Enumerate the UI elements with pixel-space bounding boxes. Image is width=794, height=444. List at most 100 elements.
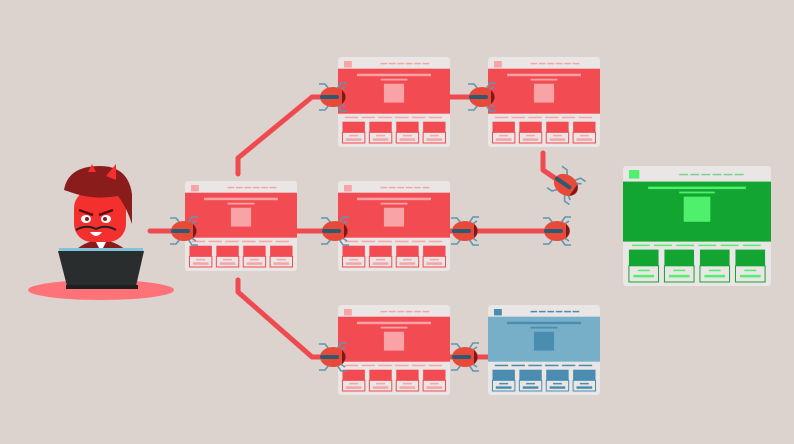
nav-link [679, 173, 689, 176]
bug-legs [321, 216, 349, 246]
hero-title [507, 73, 581, 77]
card-title [429, 134, 439, 137]
bug-head [193, 224, 197, 238]
section-divider [225, 240, 239, 243]
card-body [491, 379, 516, 392]
laptop-top-edge [59, 248, 143, 251]
nav-link [422, 310, 430, 313]
card-body [663, 265, 695, 283]
nav-link [555, 62, 563, 65]
pupil-right [103, 217, 107, 221]
section-divider [344, 116, 359, 119]
card-text [372, 386, 389, 389]
section-divider [545, 364, 559, 367]
nav-link [422, 186, 430, 189]
card-text [246, 262, 263, 265]
section-divider [428, 364, 443, 367]
card-body [422, 379, 447, 392]
bug-legs [451, 216, 479, 246]
web-page-entry [185, 181, 297, 271]
hacker-hair [64, 166, 132, 224]
hero-subtitle [227, 202, 255, 205]
card-title [429, 382, 439, 385]
hero-title [648, 186, 746, 190]
nav-link [244, 186, 252, 189]
card-title [429, 258, 439, 261]
card-text [549, 386, 566, 389]
card-body [395, 379, 420, 392]
bug-band [469, 95, 488, 99]
hero-subtitle [380, 326, 408, 329]
hero-title [507, 321, 581, 325]
section-divider [361, 116, 375, 119]
card-image [573, 121, 596, 133]
mustache [75, 225, 117, 231]
nav-link [414, 310, 421, 313]
hero-subtitle [380, 78, 408, 81]
card-title [744, 269, 757, 272]
hero-subtitle [380, 202, 408, 205]
nav-link [734, 173, 744, 176]
section-divider [395, 364, 409, 367]
bug-band [320, 95, 339, 99]
bug-head [566, 224, 570, 238]
nav-link [405, 310, 413, 313]
bug-band [554, 176, 572, 190]
nav-link [397, 186, 405, 189]
card-image [546, 369, 569, 381]
bug-legs [170, 216, 198, 246]
nav-link [414, 62, 421, 65]
card-title [526, 134, 536, 137]
card-image [519, 121, 542, 133]
nav-link [380, 310, 388, 313]
nav-link [414, 186, 421, 189]
card-image [546, 121, 569, 133]
card-text [192, 262, 209, 265]
card-body [341, 255, 366, 268]
bug-crawler-icon [319, 342, 347, 372]
nav-link [530, 310, 538, 313]
card-text [399, 138, 416, 141]
hero-subtitle [679, 191, 715, 194]
nav-link [572, 62, 580, 65]
card-title [349, 134, 359, 137]
section-divider [528, 116, 542, 119]
card-body [422, 255, 447, 268]
nav-link [564, 62, 571, 65]
card-body [242, 255, 267, 268]
nav-link [422, 62, 430, 65]
card-title [376, 382, 386, 385]
section-divider [578, 116, 593, 119]
bug-legs [319, 82, 347, 112]
card-body [628, 265, 660, 283]
card-body [545, 131, 570, 144]
laptop-base [66, 285, 138, 289]
card-image [216, 245, 239, 257]
card-image [369, 245, 392, 257]
card-text [549, 138, 566, 141]
devil-hacker [28, 164, 174, 300]
nav-link [388, 186, 396, 189]
card-title [402, 382, 412, 385]
bug-crawler-icon [451, 342, 479, 372]
card-body [572, 379, 597, 392]
nav-link [701, 173, 711, 176]
bug-head [342, 90, 346, 104]
nav-link [723, 173, 733, 176]
nav-link [538, 310, 546, 313]
section-divider [395, 240, 409, 243]
section-divider [742, 244, 761, 247]
card-text [576, 386, 593, 389]
nav-link [712, 173, 722, 176]
card-image [492, 121, 515, 133]
card-image [423, 121, 446, 133]
nav-link [397, 62, 405, 65]
bug-legs [546, 165, 586, 206]
card-body [572, 131, 597, 144]
nav-link [388, 62, 396, 65]
site-logo [494, 61, 502, 68]
section-divider [361, 240, 375, 243]
bug-band [452, 355, 471, 359]
bug-band [452, 229, 471, 233]
card-body [395, 131, 420, 144]
